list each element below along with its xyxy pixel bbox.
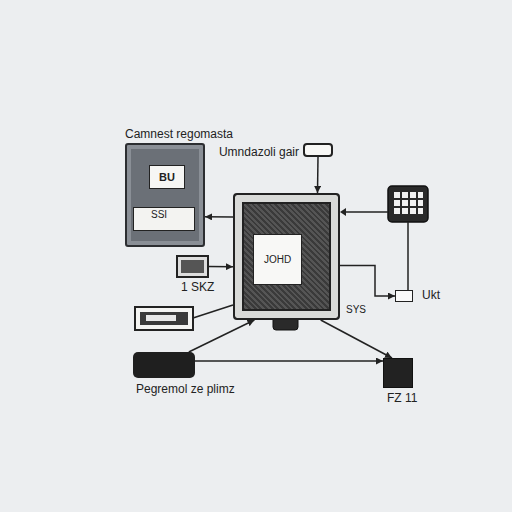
connector-arrow — [195, 360, 383, 362]
keypad-arrowhead — [340, 208, 346, 216]
module-strip — [140, 312, 188, 325]
connector-arrow — [340, 265, 395, 296]
node-text: Umndazoli gair — [219, 145, 299, 159]
device-panel: Camnest regomastaBU — [125, 143, 205, 247]
keypad-icon — [388, 186, 428, 222]
part-label: SYS — [345, 304, 367, 316]
connector-plug: Umndazoli gair — [303, 143, 333, 157]
connector-arrow — [209, 266, 233, 268]
node-text: Camnest regomasta — [125, 127, 233, 141]
keypad-wire — [346, 211, 388, 213]
strip-label: SSI — [150, 209, 168, 221]
connector-arrow — [189, 320, 255, 352]
node-text: Pegremol ze plimz — [136, 382, 235, 396]
keypad-wire — [407, 222, 409, 290]
keypad-keys — [394, 192, 423, 214]
module-wire — [193, 305, 233, 318]
node-text: FZ 11 — [387, 391, 417, 405]
node-text: 1 SKZ — [181, 280, 214, 294]
node-text: BU — [150, 166, 184, 188]
panel-tag: BU — [149, 165, 185, 189]
black-device: Pegremol ze plimz — [133, 352, 195, 378]
port-plug: Ukt — [395, 290, 413, 302]
node-text: JOHD — [253, 234, 302, 285]
connector-arrow — [205, 216, 233, 218]
black-square: FZ 11 — [383, 358, 413, 388]
connector-arrow — [317, 157, 319, 193]
small-module: 1 SKZ — [176, 255, 209, 278]
module-box — [135, 307, 193, 330]
module-slot — [146, 315, 176, 321]
connector-arrow — [321, 320, 392, 358]
central-device: JOHD — [233, 193, 340, 320]
node-text: Ukt — [422, 288, 440, 302]
